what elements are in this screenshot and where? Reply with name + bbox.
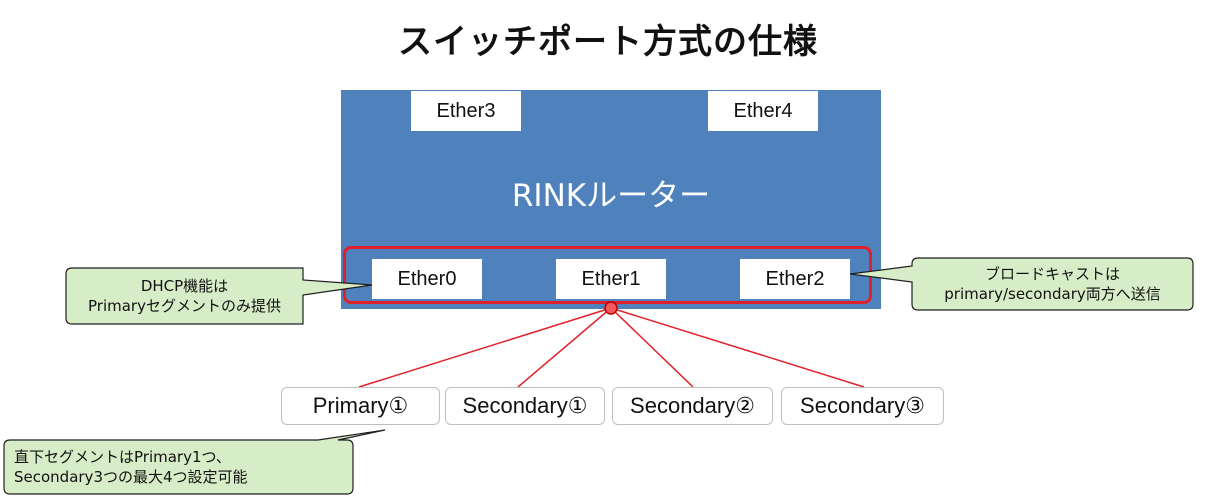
junction-node <box>604 301 618 315</box>
port-ether4: Ether4 <box>708 91 818 131</box>
callout-broadcast-line-2: primary/secondary両方へ送信 <box>944 285 1161 303</box>
segment-primary-1: Primary① <box>281 387 440 425</box>
router-name: RINKルーター <box>511 178 711 214</box>
port-ether3: Ether3 <box>411 91 521 131</box>
port-ether0: Ether0 <box>372 259 482 299</box>
port-ether1: Ether1 <box>556 259 666 299</box>
diagram-title: スイッチポート方式の仕様 <box>398 22 818 62</box>
segment-secondary-2: Secondary② <box>612 387 773 425</box>
callout-segments-line-1: 直下セグメントはPrimary1つ、 <box>14 448 231 466</box>
callout-broadcast: ブロードキャストは primary/secondary両方へ送信 <box>912 264 1193 304</box>
link-primary-1 <box>358 307 612 388</box>
callout-broadcast-line-1: ブロードキャストは <box>984 265 1120 283</box>
link-secondary-3 <box>610 307 865 388</box>
callout-dhcp-shape <box>65 267 373 325</box>
link-secondary-1 <box>517 307 612 388</box>
link-secondary-2 <box>610 307 694 388</box>
callout-dhcp: DHCP機能は Primaryセグメントのみ提供 <box>66 276 303 316</box>
segment-secondary-3: Secondary③ <box>781 387 944 425</box>
callout-segments: 直下セグメントはPrimary1つ、 Secondary3つの最大4つ設定可能 <box>14 447 248 487</box>
callout-broadcast-shape <box>849 257 1194 311</box>
segment-secondary-1: Secondary① <box>445 387 605 425</box>
callout-dhcp-line-1: DHCP機能は <box>140 277 229 295</box>
callout-dhcp-line-2: Primaryセグメントのみ提供 <box>88 297 281 315</box>
port-ether2: Ether2 <box>740 259 850 299</box>
callout-segments-line-2: Secondary3つの最大4つ設定可能 <box>14 468 248 486</box>
callout-segments-shape <box>3 429 386 495</box>
